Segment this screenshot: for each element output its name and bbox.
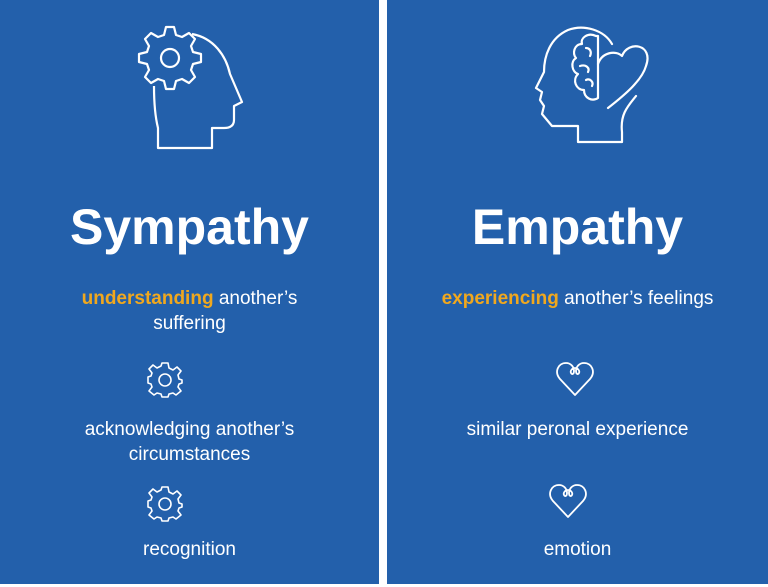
gear-icon (147, 486, 183, 522)
sympathy-definition: understanding another’s suffering (81, 288, 298, 334)
sympathy-panel: Sympathy understanding another’s sufferi… (0, 0, 379, 584)
sympathy-item-recognition: recognition (143, 539, 236, 560)
empathy-highlight-word: experiencing (441, 288, 559, 309)
gear-icon (147, 362, 183, 398)
empathy-panel: Empathy experiencing another’s feelings … (387, 0, 768, 584)
empathy-title: Empathy (471, 199, 684, 255)
heart-icon (549, 484, 587, 518)
sympathy-highlight-word: understanding (81, 288, 214, 309)
empathy-item-similar-experience: similar peronal experience (466, 419, 689, 440)
head-with-brain-and-heart-icon (534, 26, 649, 144)
head-with-gear-icon (137, 25, 244, 150)
sympathy-item-acknowledging: acknowledging another’s circumstances (84, 419, 295, 465)
empathy-item-emotion: emotion (543, 539, 612, 560)
heart-icon (556, 362, 594, 396)
empathy-definition: experiencing another’s feelings (441, 288, 714, 309)
sympathy-title: Sympathy (70, 199, 309, 255)
